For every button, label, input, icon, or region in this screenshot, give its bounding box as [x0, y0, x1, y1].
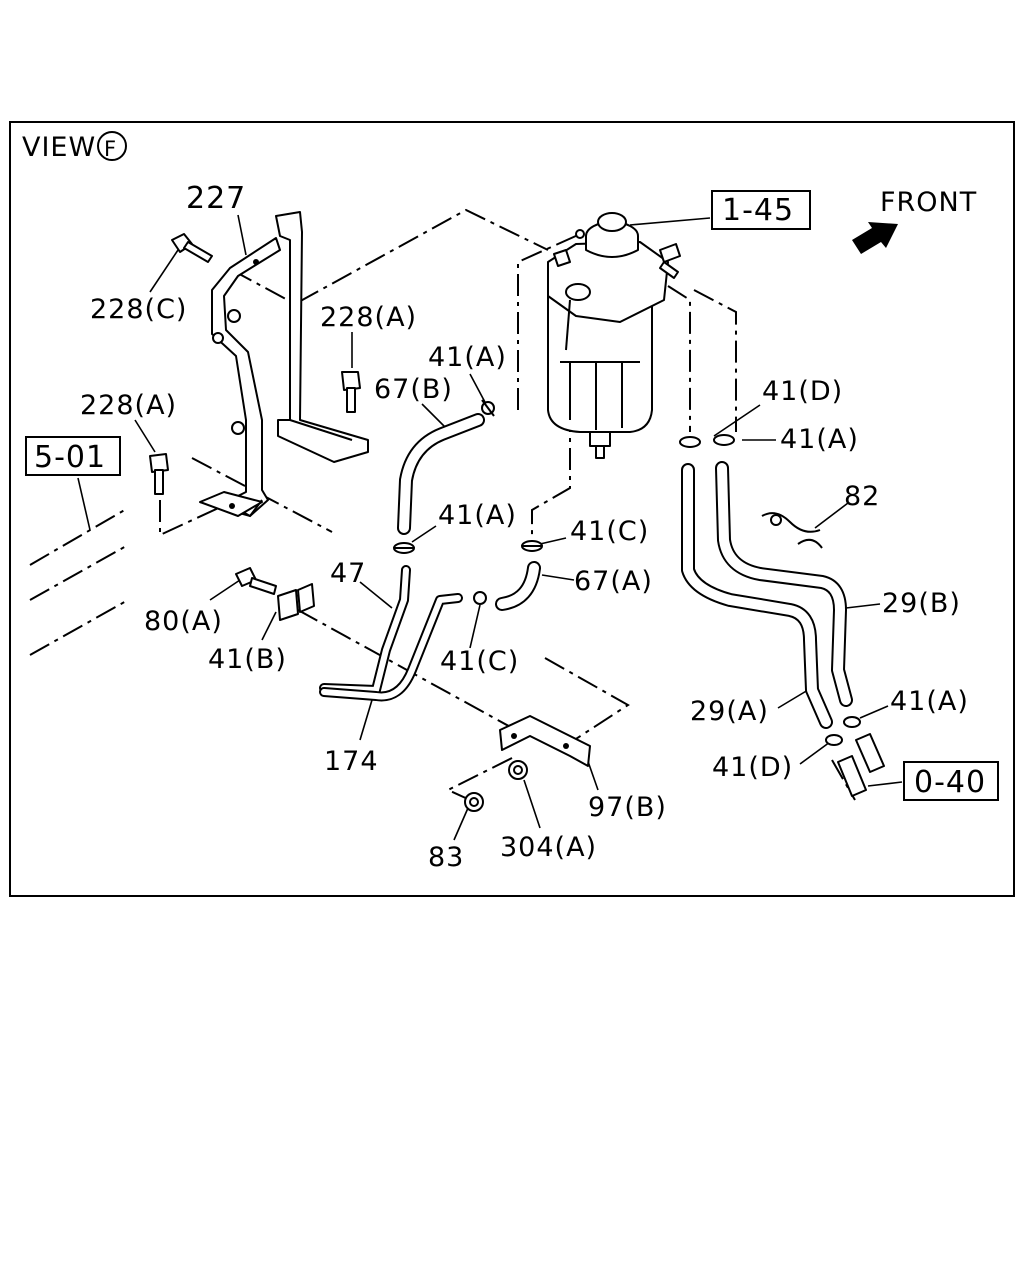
- front-arrow-icon: [852, 222, 898, 254]
- clamp-41a-right: [713, 434, 735, 446]
- view-title: VIEW F: [22, 131, 127, 163]
- clamp-41a-top: [481, 399, 495, 417]
- callout-80a: 80(A): [144, 606, 223, 637]
- callout-41c-low: 41(C): [440, 646, 519, 677]
- callout-228c: 228(C): [90, 294, 187, 325]
- callout-41a-mid: 41(A): [438, 500, 517, 531]
- clamp-82: [761, 512, 823, 549]
- view-letter: F: [104, 137, 117, 161]
- callout-67b: 67(B): [374, 374, 453, 405]
- callout-41c-mid: 41(C): [570, 516, 649, 547]
- callout-41d-top: 41(D): [762, 376, 843, 407]
- clamp-41c-mid: [521, 540, 543, 552]
- ref-box-1-45-label: 1-45: [722, 193, 794, 228]
- front-label: FRONT: [880, 187, 977, 218]
- ref-box-5-01-label: 5-01: [34, 440, 106, 475]
- callout-47: 47: [330, 558, 366, 589]
- callout-41b: 41(B): [208, 644, 287, 675]
- callout-labels: 227 228(C) 228(A) 228(A) 67(B) 41(A) 41(…: [80, 181, 969, 873]
- clamp-41b: [277, 583, 315, 621]
- callout-304a: 304(A): [500, 832, 597, 863]
- callout-41a-right: 41(A): [780, 424, 859, 455]
- ref-box-1-45: 1-45: [711, 190, 811, 230]
- pipe-174: [319, 593, 463, 702]
- front-indicator: FRONT: [852, 187, 977, 254]
- clamp-41c-low: [473, 591, 487, 605]
- bolt-228a-top: [341, 371, 361, 413]
- clamp-41a-mid: [393, 542, 415, 554]
- callout-174: 174: [324, 746, 379, 777]
- pipe-29b: [715, 461, 853, 707]
- hose-0-40-ends: [837, 733, 885, 797]
- callout-82: 82: [844, 481, 880, 512]
- clamp-41d-top: [679, 436, 701, 448]
- hose-67a: [495, 561, 541, 611]
- clamp-41a-low: [843, 716, 861, 728]
- ref-box-0-40: 0-40: [903, 761, 999, 801]
- bolt-80a: [235, 567, 277, 595]
- bolt-228c: [171, 233, 213, 263]
- view-letter-circle: [97, 131, 127, 161]
- callout-67a: 67(A): [574, 566, 653, 597]
- bolt-228a-left: [149, 453, 169, 495]
- callout-228a-top: 228(A): [320, 302, 417, 333]
- callout-227: 227: [186, 181, 246, 216]
- callout-228a-left: 228(A): [80, 390, 177, 421]
- fuel-filter-1-45: [547, 212, 681, 459]
- callout-41a-top: 41(A): [428, 342, 507, 373]
- bracket-97b: [499, 715, 591, 767]
- hose-67b: [397, 413, 485, 535]
- clamp-41d-low: [825, 734, 843, 746]
- ref-box-0-40-label: 0-40: [914, 765, 986, 800]
- bracket-227: [199, 211, 369, 518]
- callout-29a: 29(A): [690, 696, 769, 727]
- callout-83: 83: [428, 842, 464, 873]
- leader-lines: [77, 214, 903, 841]
- callout-41a-low: 41(A): [890, 686, 969, 717]
- pipe-29a: [681, 463, 833, 729]
- diagram-frame: [9, 121, 1015, 897]
- pipe-47: [319, 565, 411, 695]
- nut-83: [464, 792, 484, 812]
- callout-97b: 97(B): [588, 792, 667, 823]
- view-prefix: VIEW: [22, 132, 96, 163]
- ref-box-5-01: 5-01: [25, 436, 121, 476]
- callout-41d-low: 41(D): [712, 752, 793, 783]
- callout-29b: 29(B): [882, 588, 961, 619]
- nut-304a: [508, 760, 528, 780]
